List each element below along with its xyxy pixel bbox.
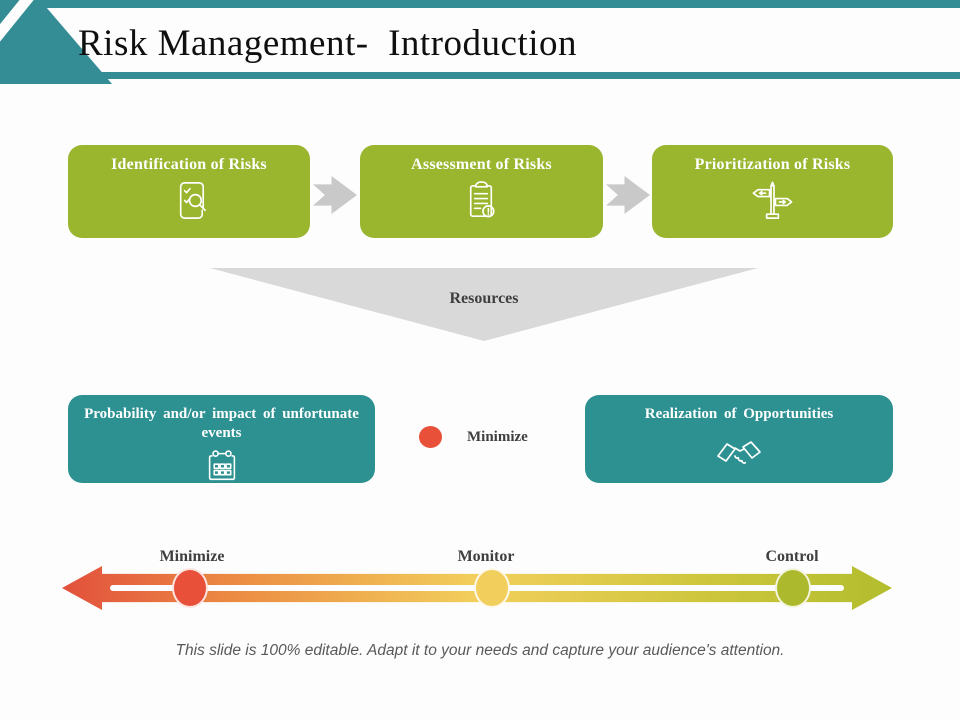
scroll-search-icon bbox=[68, 177, 310, 229]
clipboard-alert-icon bbox=[360, 177, 603, 229]
scale-dot-minimize[interactable] bbox=[172, 568, 208, 608]
handshake-icon bbox=[601, 432, 877, 477]
process-box-label: Assessment of Risks bbox=[411, 156, 552, 173]
outcome-box-realization[interactable]: Realization of Opportunities bbox=[585, 395, 893, 483]
top-accent-bar bbox=[0, 0, 960, 8]
process-box-identification[interactable]: Identification of Risks bbox=[68, 145, 310, 238]
page-title: Risk Management- Introduction bbox=[78, 23, 577, 64]
right-arrow-icon bbox=[606, 176, 650, 214]
title-underline bbox=[46, 72, 960, 79]
scale-label-monitor: Monitor bbox=[457, 548, 515, 565]
scale-label-control: Control bbox=[765, 548, 819, 565]
process-box-assessment[interactable]: Assessment of Risks bbox=[360, 145, 603, 238]
legend-dot bbox=[419, 426, 442, 448]
scale-label-minimize: Minimize bbox=[159, 548, 225, 565]
calendar-icon bbox=[84, 444, 359, 493]
outcome-box-label: Realization of Opportunities bbox=[644, 406, 834, 422]
signpost-icon bbox=[652, 177, 893, 229]
legend-label: Minimize bbox=[467, 428, 528, 445]
right-arrow-icon bbox=[313, 176, 357, 214]
outcome-box-probability[interactable]: Probability and/or impact of unfortunate… bbox=[68, 395, 375, 483]
scale-dot-monitor[interactable] bbox=[474, 568, 510, 608]
process-box-label: Prioritization of Risks bbox=[694, 156, 851, 173]
process-box-label: Identification of Risks bbox=[111, 156, 267, 173]
scale-dot-control[interactable] bbox=[775, 568, 811, 608]
resources-label: Resources bbox=[449, 290, 519, 307]
outcome-box-label: Probability and/or impact of unfortunate… bbox=[84, 406, 359, 441]
editable-note: This slide is 100% editable. Adapt it to… bbox=[175, 642, 785, 659]
process-box-prioritization[interactable]: Prioritization of Risks bbox=[652, 145, 893, 238]
legend-minimize: Minimize bbox=[419, 426, 528, 448]
